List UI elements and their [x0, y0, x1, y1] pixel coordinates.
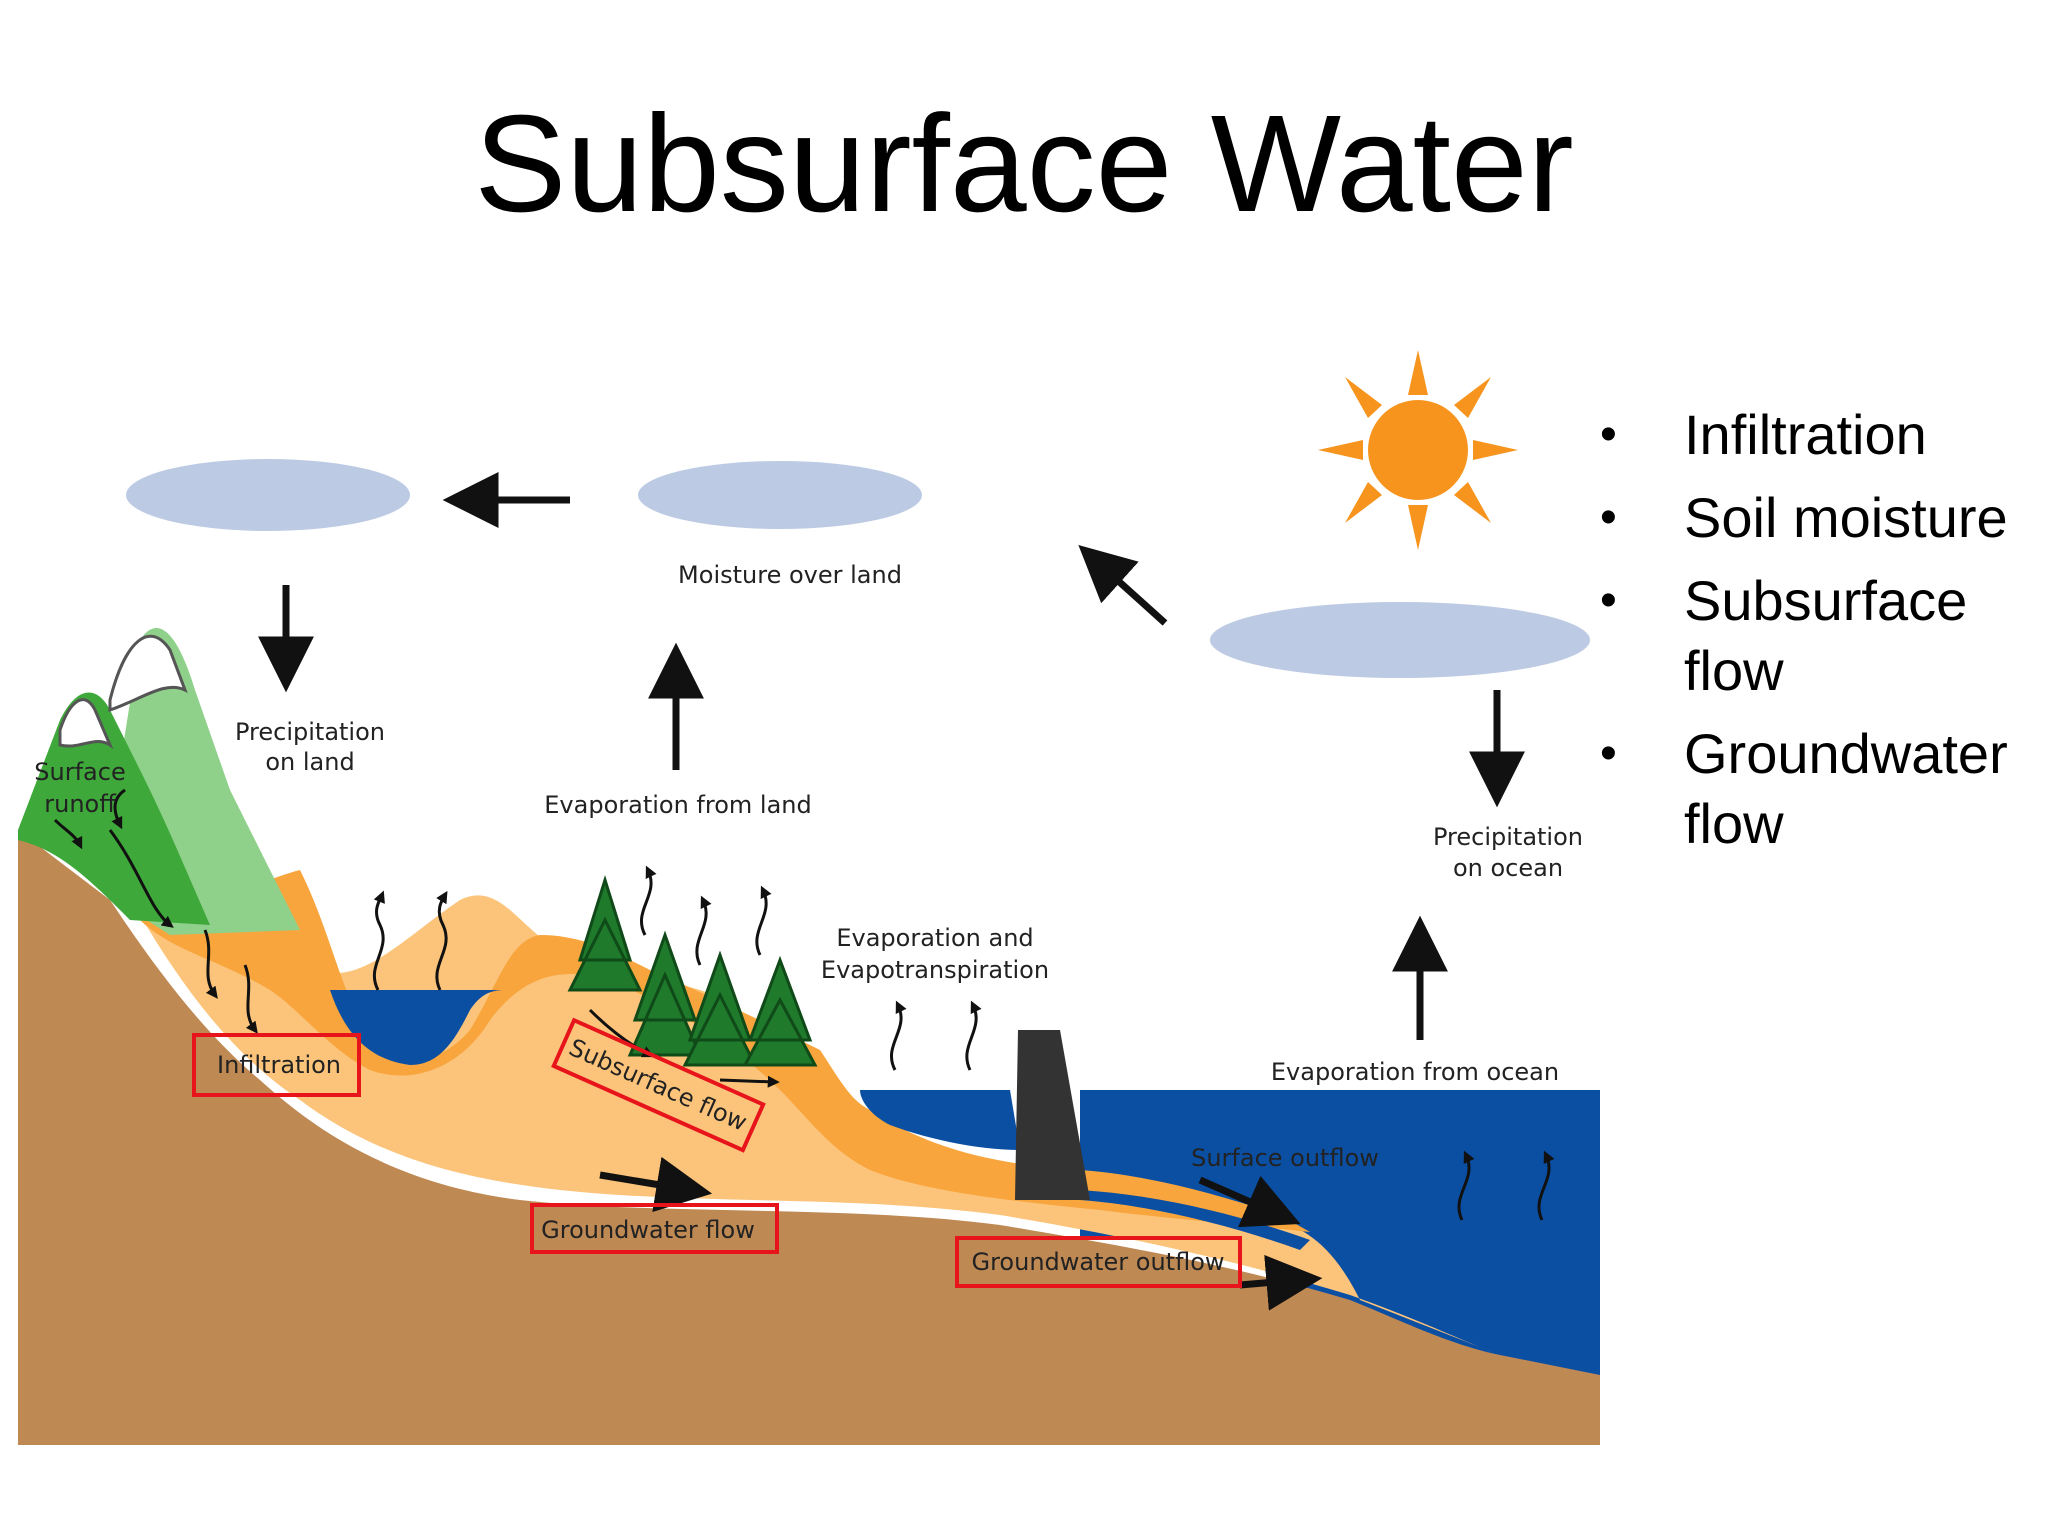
bedrock-layer — [18, 830, 1600, 1445]
forest — [567, 874, 818, 1067]
bullet-item: Infiltration — [1600, 400, 2040, 470]
label-evaporation-transpiration-1: Evaporation and — [836, 924, 1033, 952]
label-surface-runoff-2: runoff — [44, 790, 116, 818]
arrow-groundwater-outflow — [1239, 1254, 1323, 1311]
groundwater-flow-box — [530, 1203, 779, 1254]
label-groundwater-outflow: Groundwater outflow — [971, 1248, 1224, 1276]
label-precipitation-on-ocean-2: on ocean — [1453, 854, 1563, 882]
tree-3 — [682, 950, 758, 1067]
river-water — [860, 1090, 1020, 1150]
label-evaporation-transpiration-2: Evapotranspiration — [821, 956, 1049, 984]
tree-1 — [567, 874, 643, 992]
bullet-item: Soil moisture — [1600, 483, 2040, 553]
cloud-left — [126, 459, 410, 531]
snow-cap-right — [108, 634, 188, 713]
label-surface-outflow: Surface outflow — [1191, 1144, 1379, 1172]
label-surface-runoff-1: Surface — [34, 758, 125, 786]
infiltration-box — [192, 1033, 361, 1097]
highlight-boxes — [192, 1017, 1242, 1288]
label-moisture-over-land: Moisture over land — [678, 561, 902, 589]
tree-2 — [627, 930, 703, 1057]
label-groundwater-flow: Groundwater flow — [541, 1216, 755, 1244]
cloud-middle — [638, 461, 922, 529]
cloud-right — [1210, 602, 1590, 678]
bullet-list: Infiltration Soil moisture Subsurface fl… — [1600, 400, 2040, 872]
dam — [1015, 1030, 1090, 1200]
bullet-item: Groundwater flow — [1600, 719, 2040, 859]
cycle-arrows — [258, 472, 1525, 1311]
arrow-groundwater-flow — [599, 1156, 713, 1213]
label-infiltration: Infiltration — [217, 1051, 341, 1079]
tree-4 — [742, 955, 818, 1067]
label-precipitation-on-land-1: Precipitation — [235, 718, 385, 746]
outflow-water — [1080, 1190, 1310, 1250]
evaporation-squiggles — [372, 865, 1555, 1221]
sun — [1318, 350, 1518, 550]
snow-cap-left — [58, 698, 114, 750]
label-precipitation-on-land-2: on land — [265, 748, 354, 776]
groundwater-outflow-box — [955, 1236, 1242, 1288]
subsurface-flow-box — [551, 1017, 766, 1153]
slide-title: Subsurface Water — [474, 87, 1574, 241]
label-evaporation-from-ocean: Evaporation from ocean — [1271, 1058, 1559, 1086]
lake-water — [330, 990, 505, 1065]
bullet-item: Subsurface flow — [1600, 566, 2040, 706]
arrow-moisture — [1078, 545, 1168, 626]
arrow-surface-outflow — [1198, 1175, 1301, 1228]
label-evaporation-from-land: Evaporation from land — [544, 791, 811, 819]
label-precipitation-on-ocean-1: Precipitation — [1433, 823, 1583, 851]
runoff-arrows — [53, 788, 780, 1088]
